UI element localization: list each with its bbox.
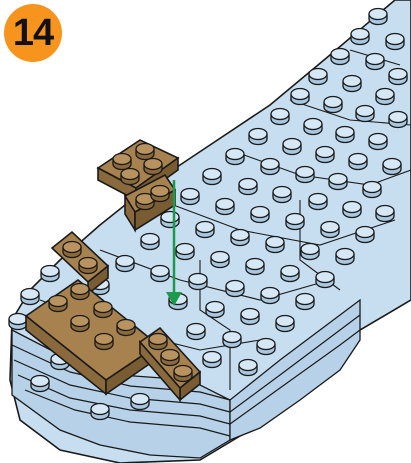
step-number-badge: 14 — [4, 4, 62, 62]
step-number: 14 — [13, 14, 53, 52]
